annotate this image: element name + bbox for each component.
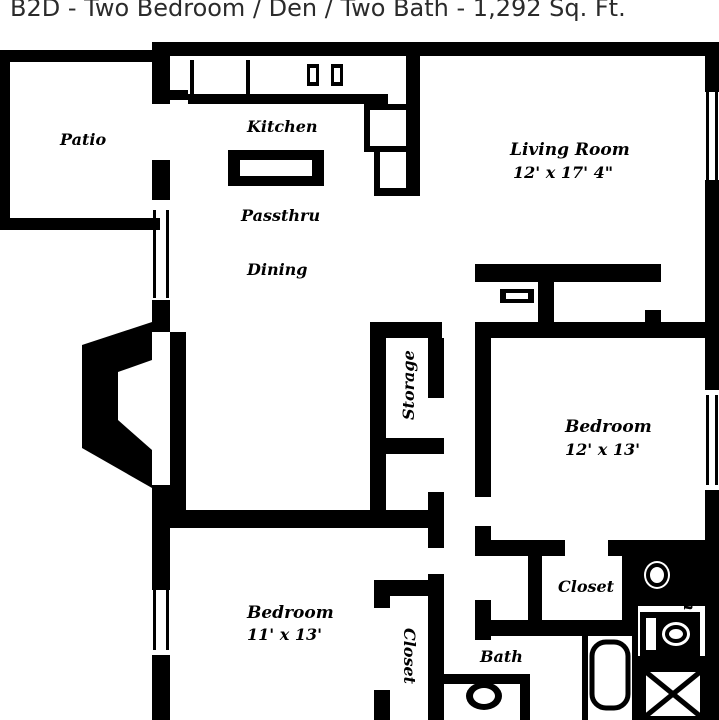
label-bedroom-left-size: 11' x 13' bbox=[247, 625, 322, 644]
label-living-room: Living Room bbox=[509, 140, 630, 160]
label-passthru: Passthru bbox=[240, 206, 320, 225]
plan-title: B2D - Two Bedroom / Den / Two Bath - 1,2… bbox=[10, 0, 626, 22]
label-bedroom-right-size: 12' x 13' bbox=[565, 440, 640, 459]
label-closet-right: Closet bbox=[558, 577, 615, 596]
label-storage: Storage bbox=[399, 350, 418, 420]
label-patio: Patio bbox=[59, 130, 106, 149]
label-bedroom-left: Bedroom bbox=[246, 603, 334, 623]
label-bath-right: Bath bbox=[680, 567, 699, 611]
label-bedroom-right: Bedroom bbox=[564, 417, 652, 437]
label-kitchen: Kitchen bbox=[246, 117, 318, 136]
walls bbox=[0, 42, 719, 720]
label-dining: Dining bbox=[246, 260, 307, 279]
label-living-room-size: 12' x 17' 4" bbox=[513, 163, 613, 182]
label-bath-center: Bath bbox=[479, 647, 523, 666]
label-closet-left: Closet bbox=[400, 628, 419, 685]
